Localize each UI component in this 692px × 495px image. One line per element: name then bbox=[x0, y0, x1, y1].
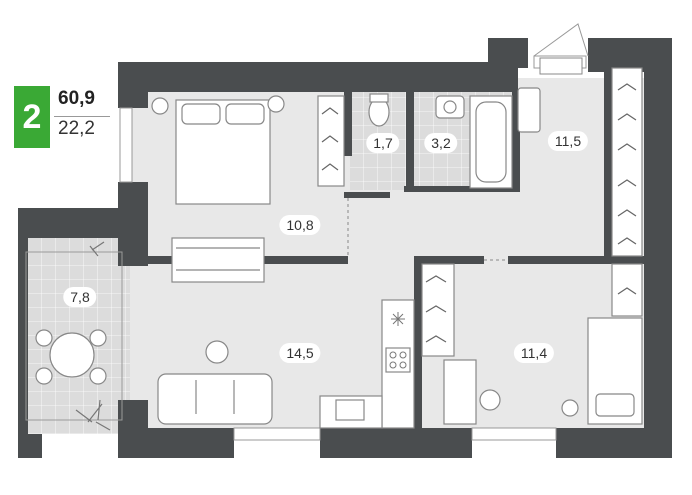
plant-icon bbox=[75, 241, 111, 431]
snowflake-icon bbox=[391, 312, 405, 326]
walls bbox=[18, 38, 672, 458]
rooms-count: 2 bbox=[14, 86, 50, 148]
balcony-railing bbox=[25, 251, 123, 421]
area-label-bathroom: 3,2 bbox=[424, 133, 458, 153]
area-label-balcony: 7,8 bbox=[63, 287, 97, 307]
area-label-toilet: 1,7 bbox=[366, 133, 400, 153]
window-swing bbox=[533, 23, 589, 57]
round-table bbox=[205, 340, 229, 364]
area-label-hall: 11,5 bbox=[547, 131, 589, 151]
living-area: 22,2 bbox=[58, 118, 95, 139]
divider bbox=[54, 116, 110, 117]
area-label-bedroom: 10,8 bbox=[279, 215, 321, 235]
desk bbox=[443, 359, 501, 425]
bathroom-fixtures bbox=[368, 87, 541, 189]
hanger-icon bbox=[321, 83, 637, 343]
radiator bbox=[539, 57, 583, 75]
sofa bbox=[157, 373, 273, 425]
area-label-second-room: 11,4 bbox=[513, 343, 555, 363]
stove-icon bbox=[389, 351, 407, 369]
double-bed bbox=[151, 95, 285, 205]
single-bed bbox=[561, 317, 643, 425]
total-area: 60,9 bbox=[58, 88, 95, 109]
door-openings bbox=[347, 198, 508, 261]
apartment-summary-badge: 2 60,9 22,2 bbox=[14, 86, 110, 148]
dresser bbox=[171, 237, 265, 283]
area-label-living-kitchen: 14,5 bbox=[279, 343, 321, 363]
balcony-dining-set bbox=[35, 329, 107, 385]
